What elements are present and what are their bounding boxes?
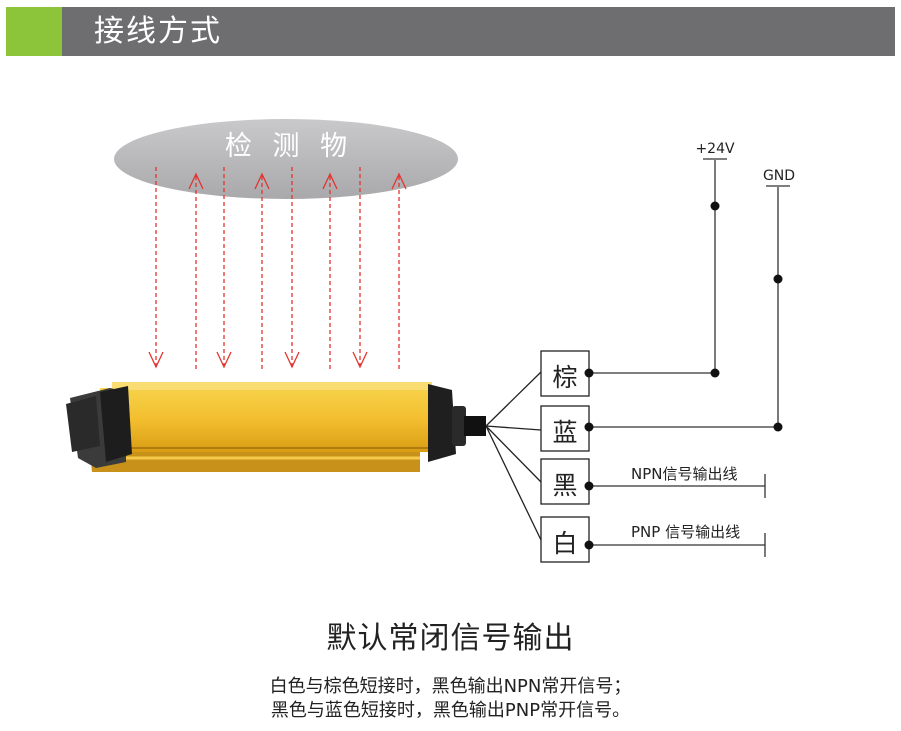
circuit-lines [589,158,790,557]
pnp-output-label: PNP 信号输出线 [631,523,740,541]
wire-black: 黑 [540,458,590,505]
cable-fanout [485,371,542,541]
beam-up-4 [391,172,407,372]
light-curtain-sensor [66,382,486,472]
wire-white-label: 白 [552,529,577,558]
npn-output-label: NPN信号输出线 [631,465,738,483]
supply-24v-label: +24V [695,141,735,157]
wire-brown-label: 棕 [552,363,577,392]
emitter-beams [148,167,407,372]
beam-down-2 [216,167,232,369]
pnp-wiring-note: 黑色与蓝色短接时，黑色输出PNP常开信号。 [270,700,631,721]
npn-wiring-note: 白色与棕色短接时，黑色输出NPN常开信号； [269,676,632,697]
wire-blue-label: 蓝 [552,418,577,447]
wire-black-label: 黑 [552,471,577,500]
output-mode-title: 默认常闭信号输出 [326,621,575,656]
beam-down-1 [148,167,164,369]
beam-up-1 [188,172,204,372]
header-accent-bar [6,7,62,56]
beam-down-4 [352,167,368,369]
section-title: 接线方式 [94,14,222,49]
wire-white: 白 [540,516,590,563]
wire-brown: 棕 [540,350,590,397]
junction-dots [584,201,783,550]
section-header: 接线方式 [6,7,895,56]
wire-blue: 蓝 [540,405,590,452]
ground-label: GND [763,168,795,184]
beam-down-3 [284,167,300,369]
detected-object-label: 检 测 物 [225,131,353,162]
detected-object-ellipse [114,119,458,199]
beam-up-3 [322,172,338,372]
beam-up-2 [254,172,270,372]
